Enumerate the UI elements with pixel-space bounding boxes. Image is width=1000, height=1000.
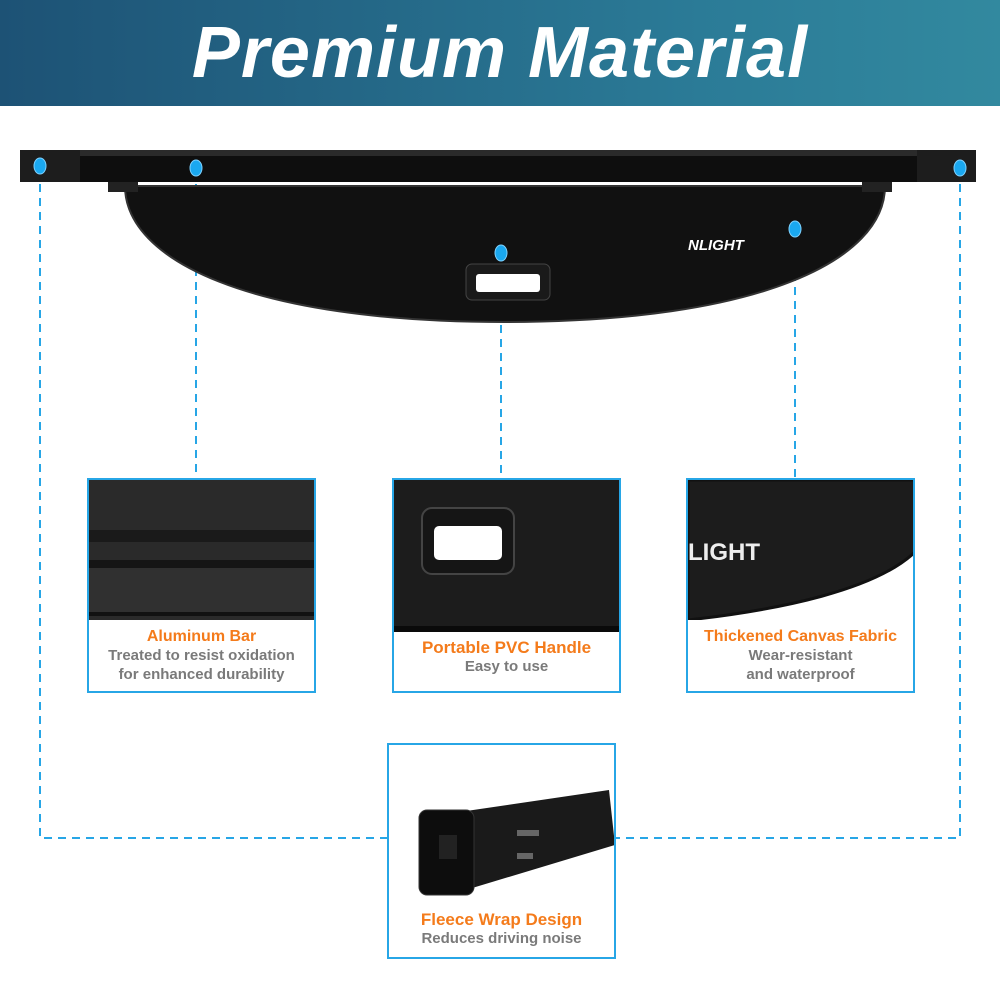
feature-desc: for enhanced durability [118, 666, 285, 683]
callout-dot [953, 159, 967, 177]
callout-dot [494, 244, 508, 262]
feature-title: Aluminum Bar [146, 628, 257, 645]
callout-dot [788, 220, 802, 238]
callout-dot [33, 157, 47, 175]
fabric-closeup-image: LIGHT [688, 480, 913, 620]
feature-title: Thickened Canvas Fabric [704, 628, 897, 645]
feature-card-fleece-wrap: Fleece Wrap Design Reduces driving noise [387, 743, 616, 959]
feature-desc: Wear-resistant [748, 647, 853, 664]
feature-card-aluminum-bar: Aluminum Bar Treated to resist oxidation… [87, 478, 316, 693]
feature-title: Fleece Wrap Design [420, 910, 583, 929]
header-banner: Premium Material [0, 0, 1000, 106]
callout-dots [33, 157, 967, 262]
fleece-end-cap-image [418, 790, 614, 896]
feature-desc: Easy to use [464, 658, 549, 675]
callout-dot [189, 159, 203, 177]
svg-text:LIGHT: LIGHT [688, 539, 760, 566]
aluminum-bar [20, 150, 976, 182]
aluminum-bar-closeup-image [89, 480, 314, 620]
feature-desc: Reduces driving noise [421, 930, 582, 947]
page-title: Premium Material [191, 13, 809, 93]
handle-closeup-image [394, 480, 619, 632]
feature-desc: and waterproof [746, 666, 855, 683]
feature-desc: Treated to resist oxidation [108, 647, 295, 664]
feature-card-canvas-fabric: LIGHT Thickened Canvas Fabric Wear-resis… [686, 478, 915, 693]
feature-title: Portable PVC Handle [421, 638, 592, 657]
brand-logo: NLIGHT [688, 237, 746, 254]
feature-card-pvc-handle: Portable PVC Handle Easy to use [392, 478, 621, 693]
connector-lines [39, 170, 961, 839]
